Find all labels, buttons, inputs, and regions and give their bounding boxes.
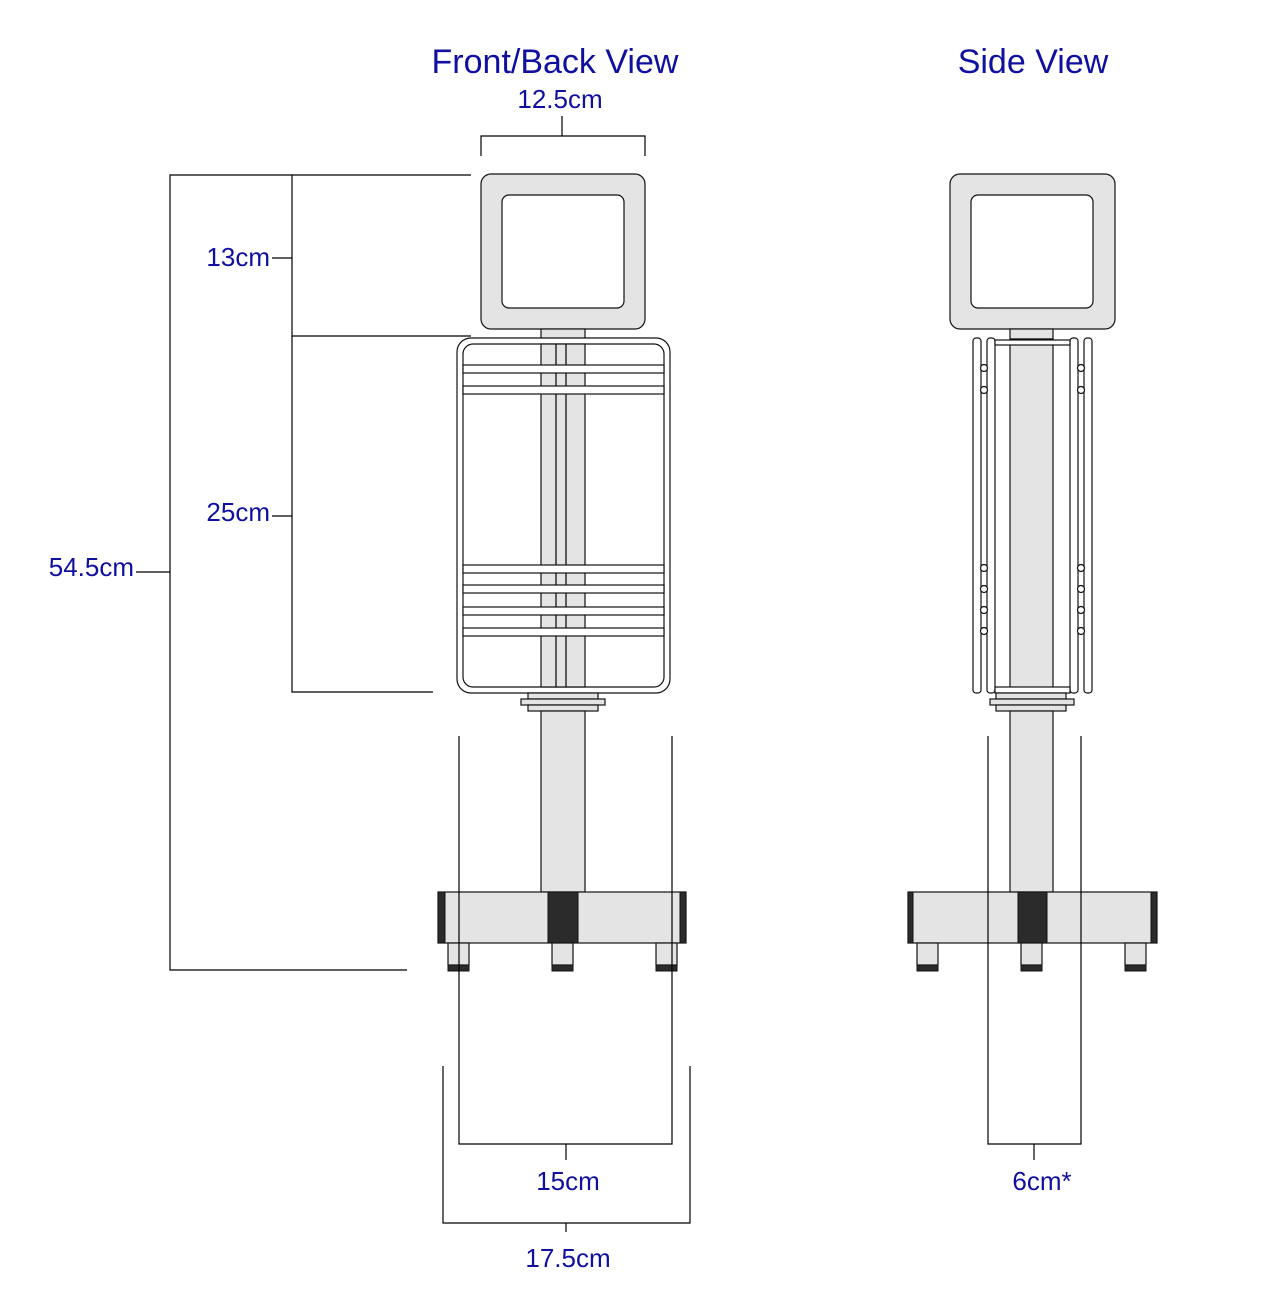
dim-head-height-label: 13cm [206, 242, 270, 272]
front-feet [447, 942, 678, 972]
front-head-window [501, 194, 625, 309]
front-view-drawing [437, 173, 687, 972]
dim-base-width-label: 17.5cm [525, 1243, 610, 1273]
front-base-center-block [547, 891, 579, 944]
dim-total-height-label: 54.5cm [49, 552, 134, 582]
side-pole-lower [1009, 710, 1054, 893]
side-collar [989, 692, 1075, 712]
dim-side-width-label: 6cm* [1012, 1166, 1071, 1196]
side-cage-rivets [979, 363, 1086, 636]
dim-top-width-label: 12.5cm [517, 84, 602, 114]
front-cage-lower-bars [462, 564, 665, 637]
side-view-drawing [907, 173, 1158, 972]
front-collar [520, 692, 606, 712]
side-feet [916, 942, 1147, 972]
side-pole-upper [1009, 338, 1054, 694]
side-base-center-block [1017, 891, 1048, 944]
front-pole-lower [540, 710, 586, 893]
side-view-title: Side View [958, 43, 1109, 81]
front-cage-upper-bars [462, 364, 665, 395]
side-cage-rails [972, 337, 1093, 694]
dim-cage-height-label: 25cm [206, 497, 270, 527]
side-dimension-lines [987, 736, 1082, 1160]
side-head-window [970, 194, 1094, 309]
front-view-title: Front/Back View [432, 43, 679, 81]
dim-feet-span-label: 15cm [536, 1166, 600, 1196]
front-dimension-lines [136, 116, 691, 1232]
